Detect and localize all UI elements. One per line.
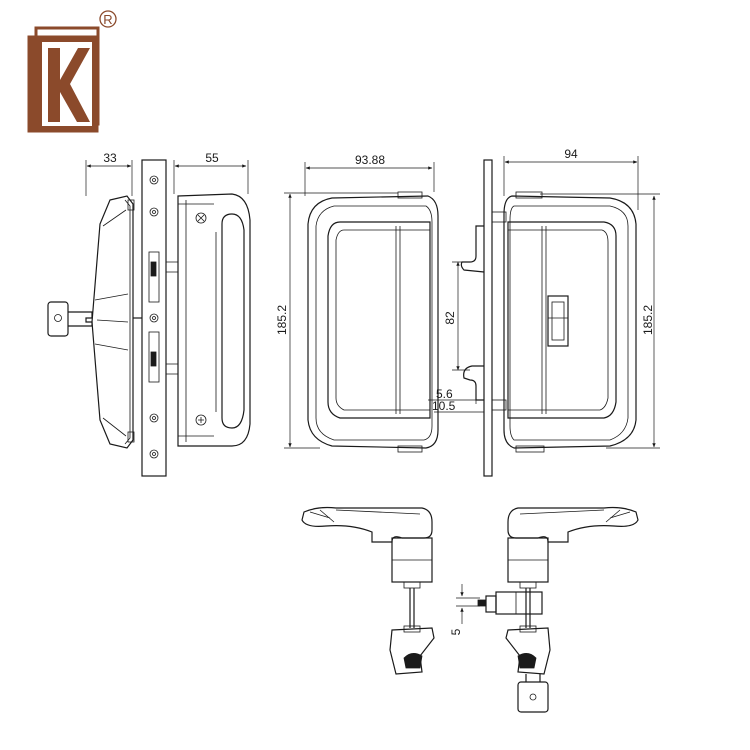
key-icon	[47, 301, 93, 337]
key-icon-bottom	[517, 674, 549, 713]
dim-label-10-5: 10.5	[432, 399, 456, 413]
dim-label-55: 55	[205, 151, 219, 165]
screw-icon-lower	[195, 414, 207, 426]
rear-view: 94 185.2 82 5.6 1	[428, 147, 660, 477]
top-view-left-handle	[301, 506, 435, 675]
dim-label-93-88: 93.88	[355, 153, 385, 167]
spindle-detail: 5	[449, 584, 543, 635]
side-view-thumbturn: 33	[47, 151, 142, 449]
dim-label-5: 5	[449, 628, 463, 635]
dim-label-185-2-front: 185.2	[275, 305, 289, 335]
brand-logo: K	[0, 0, 100, 133]
front-view: 93.88 185.2	[275, 153, 439, 453]
thumbturn-icon	[547, 295, 569, 347]
dim-label-82: 82	[443, 311, 457, 325]
logo-letter: K	[0, 0, 1, 1]
dim-label-5-6: 5.6	[436, 387, 453, 401]
dim-label-94: 94	[564, 147, 578, 161]
registered-trademark-icon: R	[99, 10, 117, 28]
top-view-right-handle	[505, 506, 639, 713]
svg-text:R: R	[103, 12, 112, 27]
side-view-lock-body: 55	[141, 151, 251, 477]
dim-label-33: 33	[103, 151, 117, 165]
screw-icon	[195, 212, 207, 224]
dim-label-185-2-rear: 185.2	[641, 305, 655, 335]
